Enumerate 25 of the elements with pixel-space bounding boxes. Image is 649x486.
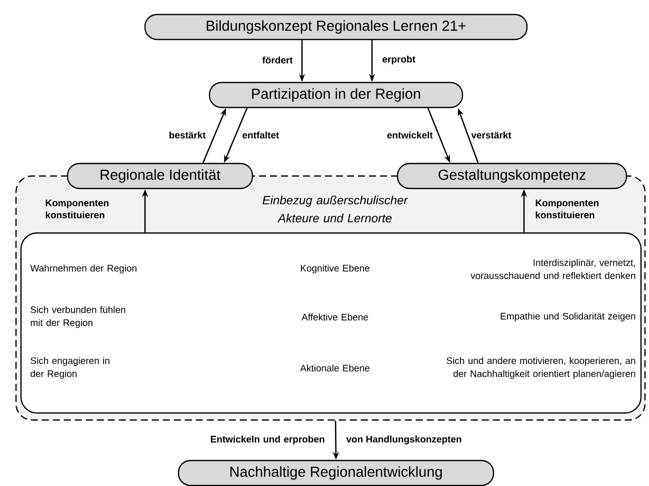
pill-box: Partizipation in der Region [208,82,464,108]
pill-box: Regionale Identität [66,162,254,190]
edge-label: fördert [262,56,293,64]
cell-text: Interdisziplinär, vernetzt, vorausschauend und reflektiert denken [470,259,636,279]
edge-label: erprobt [382,56,416,64]
edge-label: entwickelt [387,132,433,138]
edge-label: Entwickeln und erproben [210,436,324,444]
region-text: Einbezug außerschulischer Akteure und Lernorte [262,196,408,222]
cell-text: Sich verbunden fühlen mit der Region [30,306,126,328]
edge-label: entfaltet [242,132,280,138]
cell-text: Sich engagieren in der Region [30,357,110,379]
edge-label: verstärkt [471,132,512,138]
cell-text: Wahrnehmen der Region [30,264,136,274]
pill-box: Gestaltungskompetenz [396,162,628,190]
cell-text: Sich und andere motivieren, kooperieren, an der Nachhaltigkeit orientiert planen/agieren [446,357,636,379]
label-text: von Handlungskonzepten [346,436,462,444]
pill-box: Bildungskonzept Regionales Lernen 21+ [144,14,528,40]
pill-box: Nachhaltige Regionalentwicklung [178,460,494,486]
edge-label: Komponenten konstituieren [46,200,108,218]
cell-text: Aktionale Ebene [300,364,370,372]
edge-label: bestärkt [169,132,206,138]
cell-text: Empathie und Solidarität zeigen [500,312,636,322]
cell-text: Affektive Ebene [302,314,368,320]
edge-label: Komponenten konstituieren [536,200,598,218]
cell-text: Kognitive Ebene [300,264,370,274]
